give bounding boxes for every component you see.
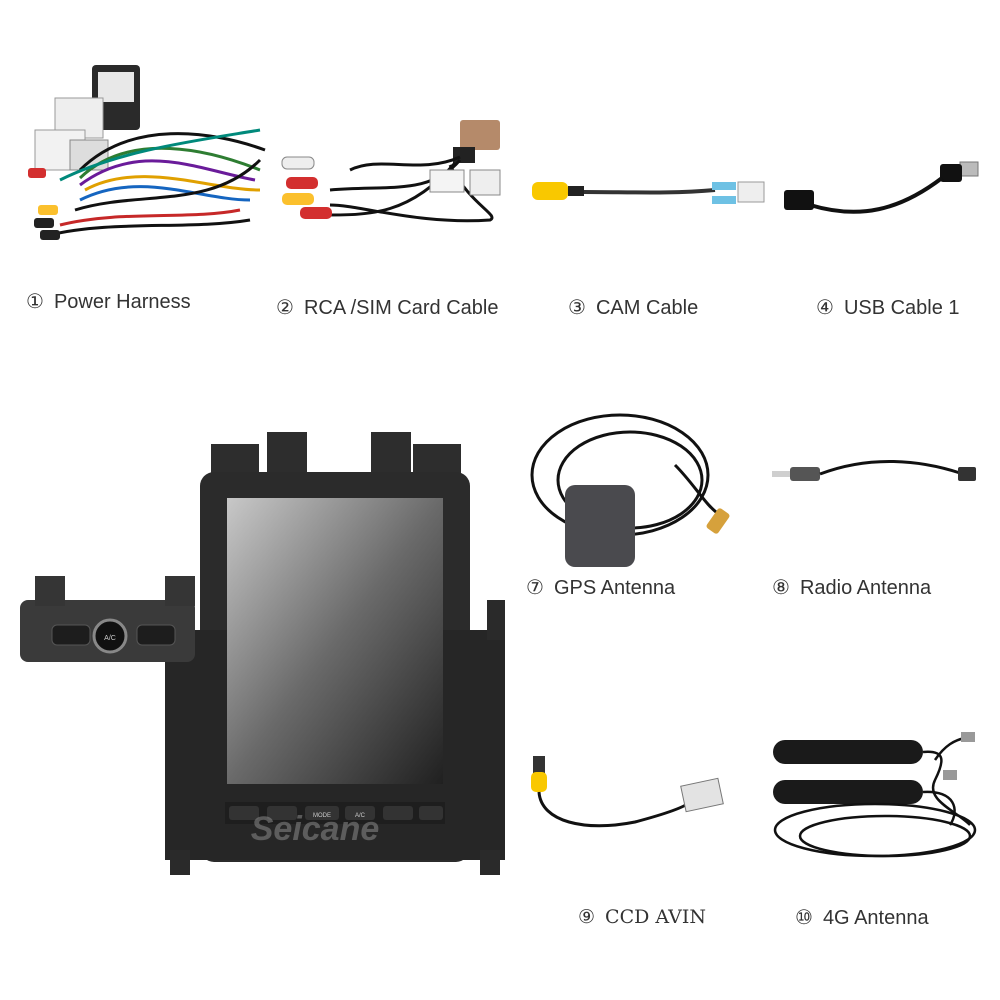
knob-label: A/C bbox=[104, 635, 116, 642]
rca-sim-cable-image bbox=[281, 120, 501, 223]
item-label: CCD AVIN bbox=[605, 906, 707, 928]
item-number: ⑦ bbox=[526, 577, 544, 599]
item-label: CAM Cable bbox=[595, 297, 699, 319]
gps-antenna-caption: ⑦ GPS Antenna bbox=[526, 576, 675, 600]
item-number: ① bbox=[26, 291, 44, 313]
item-label: Power Harness bbox=[53, 291, 191, 313]
item-number: ⑨ bbox=[578, 906, 596, 928]
radio-antenna-image bbox=[772, 459, 976, 481]
ccd-avin-caption: ⑨ CCD AVIN bbox=[578, 905, 706, 929]
item-label: Radio Antenna bbox=[799, 577, 932, 599]
watermark-text: Seicane bbox=[251, 810, 380, 848]
rca-sim-cable-caption: ② RCA /SIM Card Cable bbox=[276, 296, 498, 320]
item-number: ⑧ bbox=[772, 577, 790, 599]
item-number: ② bbox=[276, 297, 294, 319]
item-label: USB Cable 1 bbox=[843, 297, 960, 319]
head-unit-image: A/C MODE A/C Seicane bbox=[20, 432, 505, 875]
ccd-avin-image bbox=[531, 756, 724, 828]
cam-cable-image bbox=[532, 181, 765, 204]
ac-button-label: A/C bbox=[355, 813, 366, 819]
usb-cable-image bbox=[784, 161, 979, 214]
item-label: GPS Antenna bbox=[553, 577, 676, 599]
cam-cable-caption: ③ CAM Cable bbox=[568, 296, 698, 320]
item-label: 4G Antenna bbox=[822, 907, 929, 929]
gps-antenna-image bbox=[530, 413, 730, 567]
power-harness-caption: ① Power Harness bbox=[26, 290, 191, 314]
4g-antenna-caption: ⑩ 4G Antenna bbox=[795, 906, 929, 930]
item-label: RCA /SIM Card Cable bbox=[303, 297, 499, 319]
power-harness-image bbox=[28, 65, 266, 240]
item-number: ⑩ bbox=[795, 907, 813, 929]
mode-button-label: MODE bbox=[313, 813, 331, 819]
item-number: ④ bbox=[816, 297, 834, 319]
4g-antenna-image bbox=[773, 732, 977, 858]
item-number: ③ bbox=[568, 297, 586, 319]
usb-cable-caption: ④ USB Cable 1 bbox=[816, 296, 960, 320]
radio-antenna-caption: ⑧ Radio Antenna bbox=[772, 576, 931, 600]
